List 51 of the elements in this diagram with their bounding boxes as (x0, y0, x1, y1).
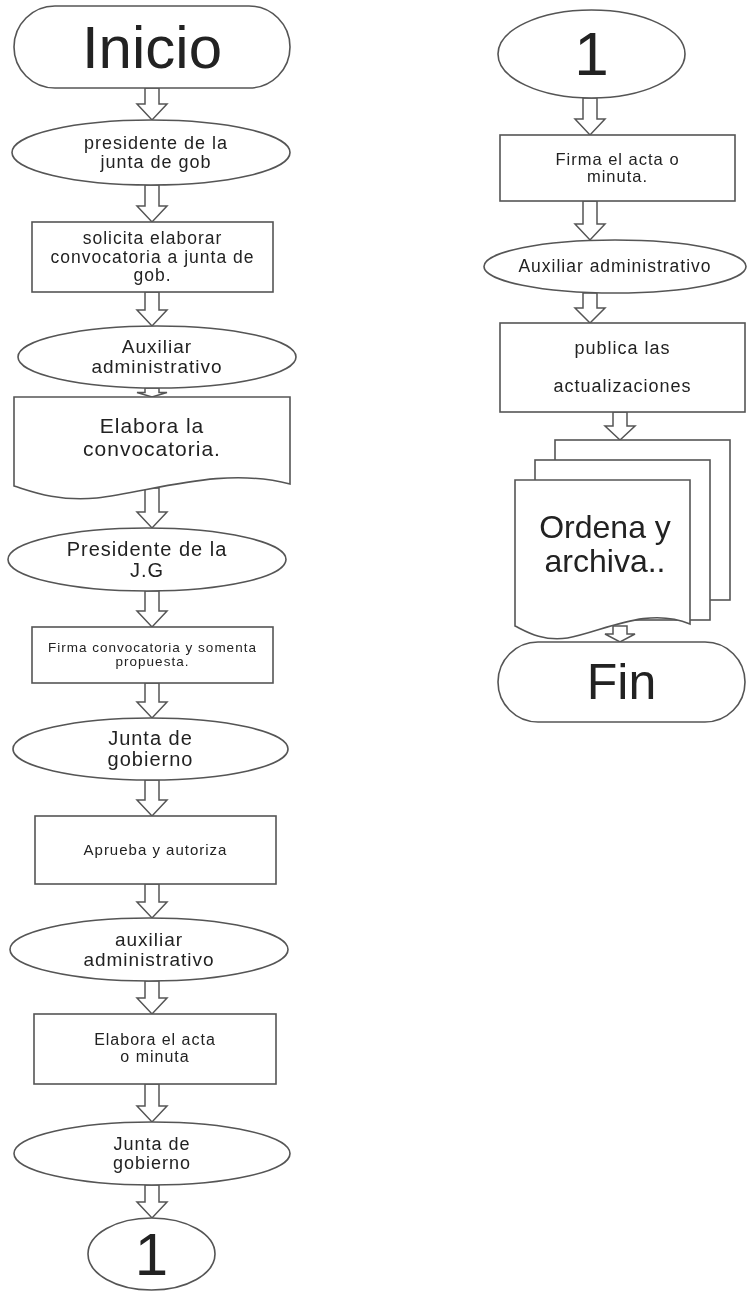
connector-circle (88, 1218, 215, 1290)
node-text: publica las actualizaciones (552, 336, 693, 398)
block-arrow (573, 292, 607, 325)
node-text: Auxiliar administrativo (90, 337, 224, 377)
block-arrow (135, 487, 169, 530)
node-text: auxiliar administrativo (82, 929, 216, 970)
node-text: Fin (586, 655, 657, 709)
ellipse-shape (484, 240, 746, 293)
node-text: presidente de la junta de gob (82, 133, 230, 172)
node-text: solicita elaborar convocatoria a junta de gob. (49, 229, 256, 285)
block-arrow (135, 1184, 169, 1220)
block-arrow (135, 1083, 169, 1124)
ellipse-shape (18, 326, 296, 388)
process-box (500, 135, 735, 201)
process-box (500, 323, 745, 412)
block-arrow (135, 779, 169, 818)
process-box (35, 816, 276, 884)
node-text: Junta de gobierno (106, 728, 195, 770)
node-text: Ordena y archiva.. (538, 511, 672, 579)
block-arrow (135, 980, 169, 1016)
block-arrow (135, 87, 169, 122)
document-shape (14, 397, 290, 500)
connector-circle (498, 10, 685, 98)
node-text: 1 (134, 1222, 169, 1286)
block-arrow (135, 184, 169, 224)
process-box (32, 222, 273, 292)
node-text: Inicio (81, 15, 223, 79)
node-text: 1 (574, 21, 609, 87)
block-arrow (603, 411, 637, 442)
process-box (32, 627, 273, 683)
node-text: Aprueba y autoriza (83, 842, 228, 858)
node-text: Firma convocatoria y somenta propuesta. (47, 640, 258, 670)
ellipse-shape (12, 120, 290, 185)
block-arrow (135, 883, 169, 920)
ellipse-shape (10, 918, 288, 981)
ellipse-shape (13, 718, 288, 780)
node-text: Elabora la convocatoria. (82, 415, 222, 460)
block-arrow (135, 291, 169, 328)
ellipse-shape (8, 528, 286, 591)
block-arrow (573, 97, 607, 137)
block-arrow (573, 200, 607, 242)
node-text: Junta de gobierno (111, 1134, 193, 1173)
node-text: Firma el acta o minuta. (554, 150, 681, 186)
block-arrow (135, 682, 169, 720)
node-text: Elabora el acta o minuta (94, 1032, 216, 1066)
block-arrow (135, 590, 169, 629)
ellipse-shape (14, 1122, 290, 1185)
node-text: Auxiliar administrativo (518, 257, 712, 276)
block-arrow (604, 625, 636, 643)
process-box (34, 1014, 276, 1084)
node-text: Presidente de la J.G (65, 538, 229, 581)
